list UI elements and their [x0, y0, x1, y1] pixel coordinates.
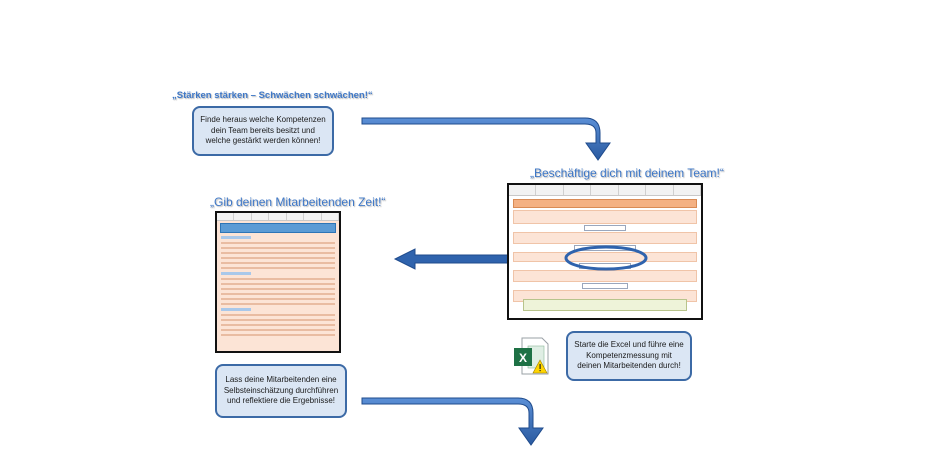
callout-start-excel-text: Starte die Excel und führe eine Kompeten… [574, 340, 684, 371]
quote-strengths: „Stärken stärken – Schwächen schwächen!“ [172, 90, 373, 101]
excel-file-icon: X [514, 337, 549, 375]
sheet-tabs [217, 213, 339, 221]
sheet-header [220, 223, 336, 233]
svg-text:X: X [519, 351, 527, 365]
sheet-tabs [509, 185, 701, 196]
self-assessment-screenshot [215, 211, 341, 353]
callout-start-excel: Starte die Excel und führe eine Kompeten… [566, 331, 692, 381]
callout-find-competencies-text: Finde heraus welche Kompetenzen dein Tea… [200, 115, 326, 146]
sheet-footer-note [523, 299, 687, 311]
callout-self-assessment-text: Lass deine Mitarbeitenden eine Selbstein… [223, 375, 339, 406]
team-sheet-screenshot [507, 183, 703, 320]
quote-team: „Beschäftige dich mit deinem Team!“ [530, 166, 724, 180]
highlight-ellipse [564, 245, 648, 271]
quote-time: „Gib deinen Mitarbeitenden Zeit!“ [210, 195, 386, 209]
callout-find-competencies: Finde heraus welche Kompetenzen dein Tea… [192, 106, 334, 156]
callout-self-assessment: Lass deine Mitarbeitenden eine Selbstein… [215, 364, 347, 418]
sheet-banner [513, 199, 697, 208]
